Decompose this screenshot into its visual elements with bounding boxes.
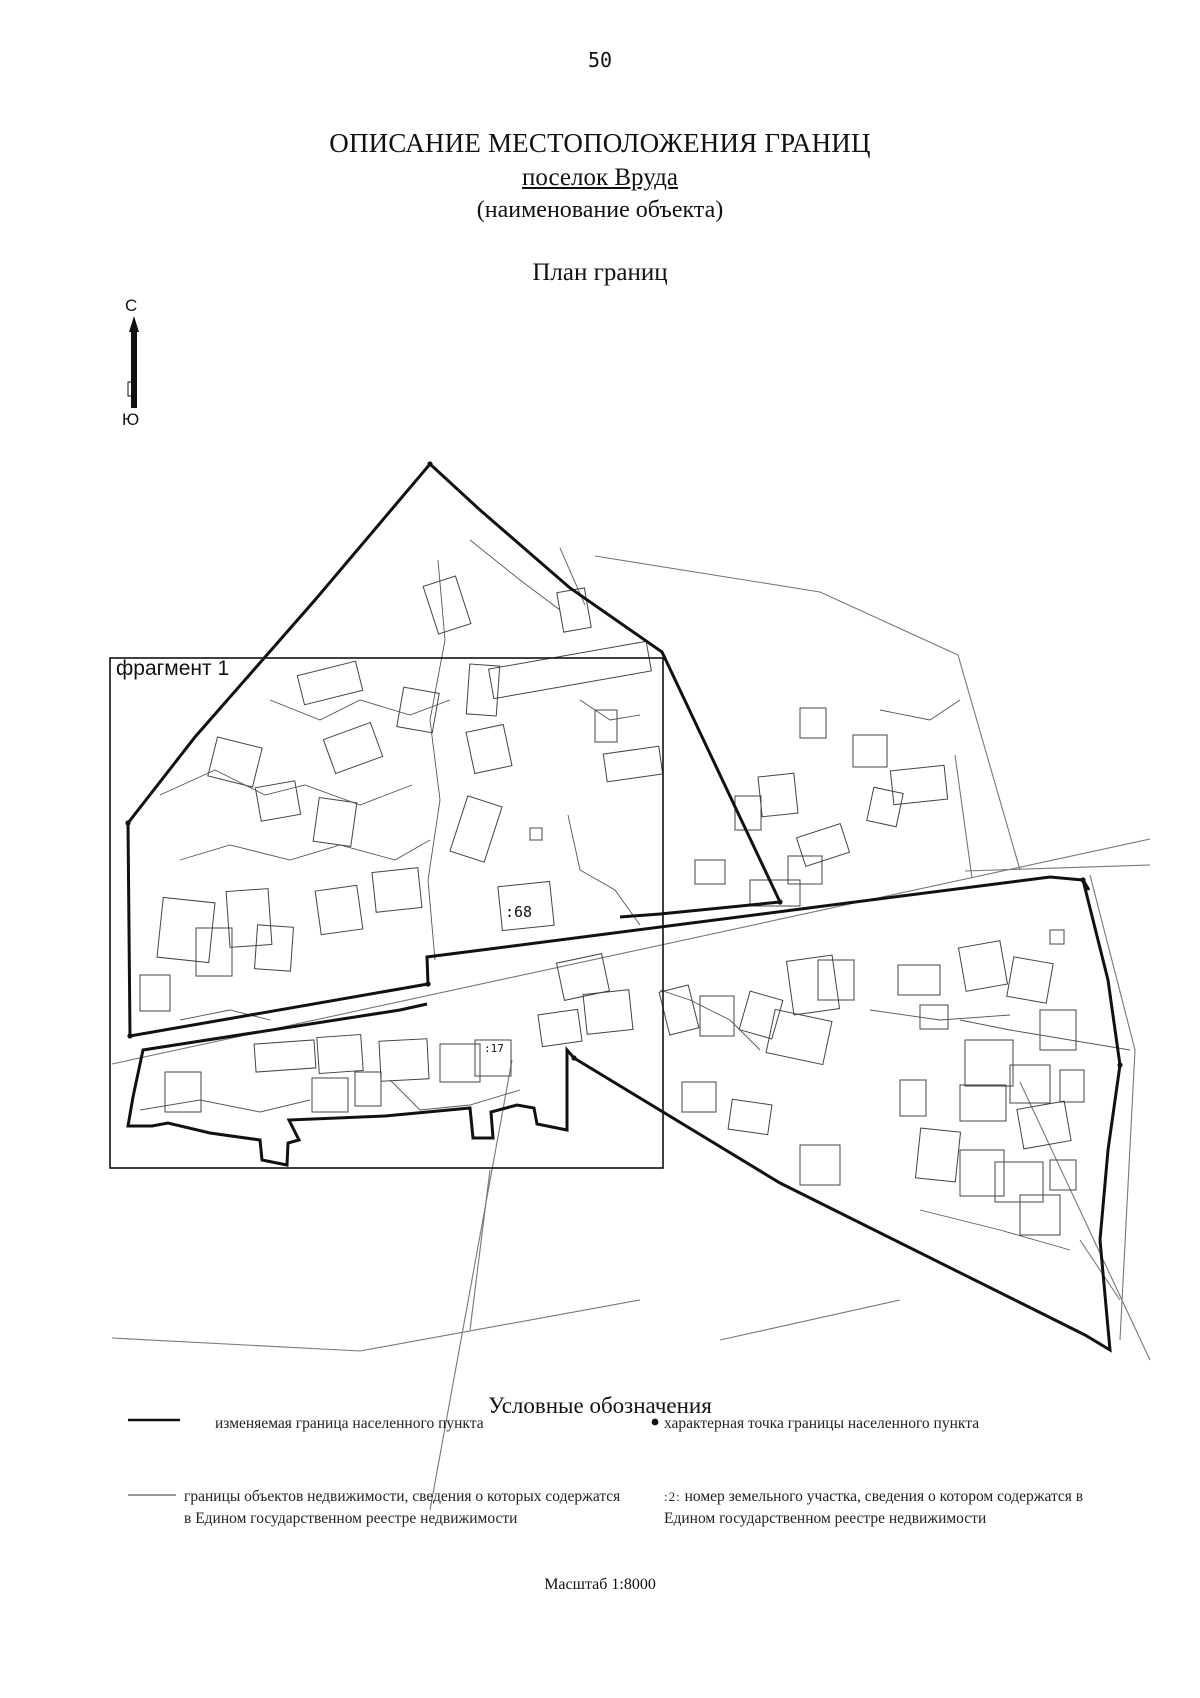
compass-south-label: Ю xyxy=(122,410,140,429)
road-lines xyxy=(111,547,1151,1511)
plan-title: План границ xyxy=(532,259,668,286)
page-number: 50 xyxy=(587,48,613,72)
parcel-label-17: :17 xyxy=(484,1042,504,1055)
parcel-detail-lines xyxy=(139,539,1131,1251)
north-arrow-icon xyxy=(127,316,139,408)
fragment-1-frame xyxy=(109,657,664,1169)
legend-thin-line-icon xyxy=(128,1494,176,1496)
fragment-label: фрагмент 1 xyxy=(116,657,230,680)
legend-parcel-number-sample: :2: xyxy=(664,1489,681,1504)
legend-item-boundary-point: характерная точка границы населенного пу… xyxy=(664,1415,980,1432)
parcel-boundaries xyxy=(139,575,1085,1236)
page-title: ОПИСАНИЕ МЕСТОПОЛОЖЕНИЯ ГРАНИЦ xyxy=(329,128,871,158)
boundary-lines xyxy=(126,461,1122,1353)
legend-item-registry-objects: границы объектов недвижимости, сведения … xyxy=(184,1488,621,1527)
object-name-caption: (наименование объекта) xyxy=(476,197,724,223)
object-name: поселок Вруда xyxy=(522,164,678,191)
parcel-label-68: :68 xyxy=(505,903,532,921)
boundary-point-markers xyxy=(125,461,1123,1068)
legend-thick-line-icon xyxy=(128,1418,180,1422)
legend-point-icon xyxy=(651,1418,659,1426)
map-scale: Масштаб 1:8000 xyxy=(544,1576,656,1593)
legend-item-parcel-number: :2: номер земельного участка, сведения о… xyxy=(664,1486,1094,1530)
compass-north-label: С xyxy=(125,296,138,315)
legend-item-boundary: изменяемая граница населенного пункта xyxy=(215,1415,484,1432)
legend-title: Условные обозначения xyxy=(488,1393,712,1418)
legend-parcel-number-text: номер земельного участка, сведения о кот… xyxy=(664,1488,1084,1527)
